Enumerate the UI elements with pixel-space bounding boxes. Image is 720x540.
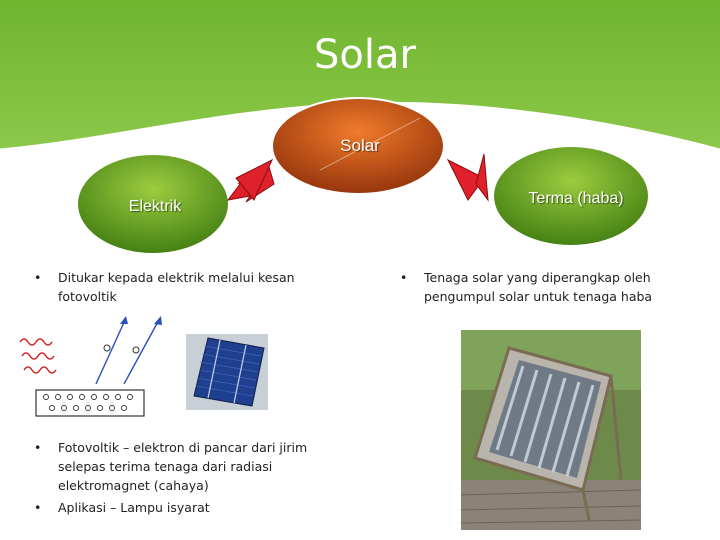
solar-cell-image <box>186 334 268 410</box>
solar-collector-image <box>461 330 641 530</box>
bullet-elektrik-1: • Ditukar kepada elektrik melalui kesan … <box>34 270 295 304</box>
bullet-elektrik-3: • Aplikasi – Lampu isyarat <box>34 500 210 515</box>
photoelectric-diagram-image <box>19 316 162 417</box>
label-solar: Solar <box>340 136 380 155</box>
slide-title: Solar <box>314 32 416 78</box>
oval-elektrik <box>76 153 230 255</box>
label-terma: Terma (haba) <box>528 190 624 207</box>
bullet-terma-1: • Tenaga solar yang diperangkap oleh pen… <box>400 270 653 304</box>
diagram-shapes <box>76 97 650 255</box>
label-elektrik: Elektrik <box>128 198 182 215</box>
arrow-right <box>446 158 485 201</box>
bullet-elektrik-2: • Fotovoltik – elektron di pancar dari j… <box>34 440 308 493</box>
oval-terma <box>492 145 650 247</box>
oval-solar <box>271 97 445 195</box>
